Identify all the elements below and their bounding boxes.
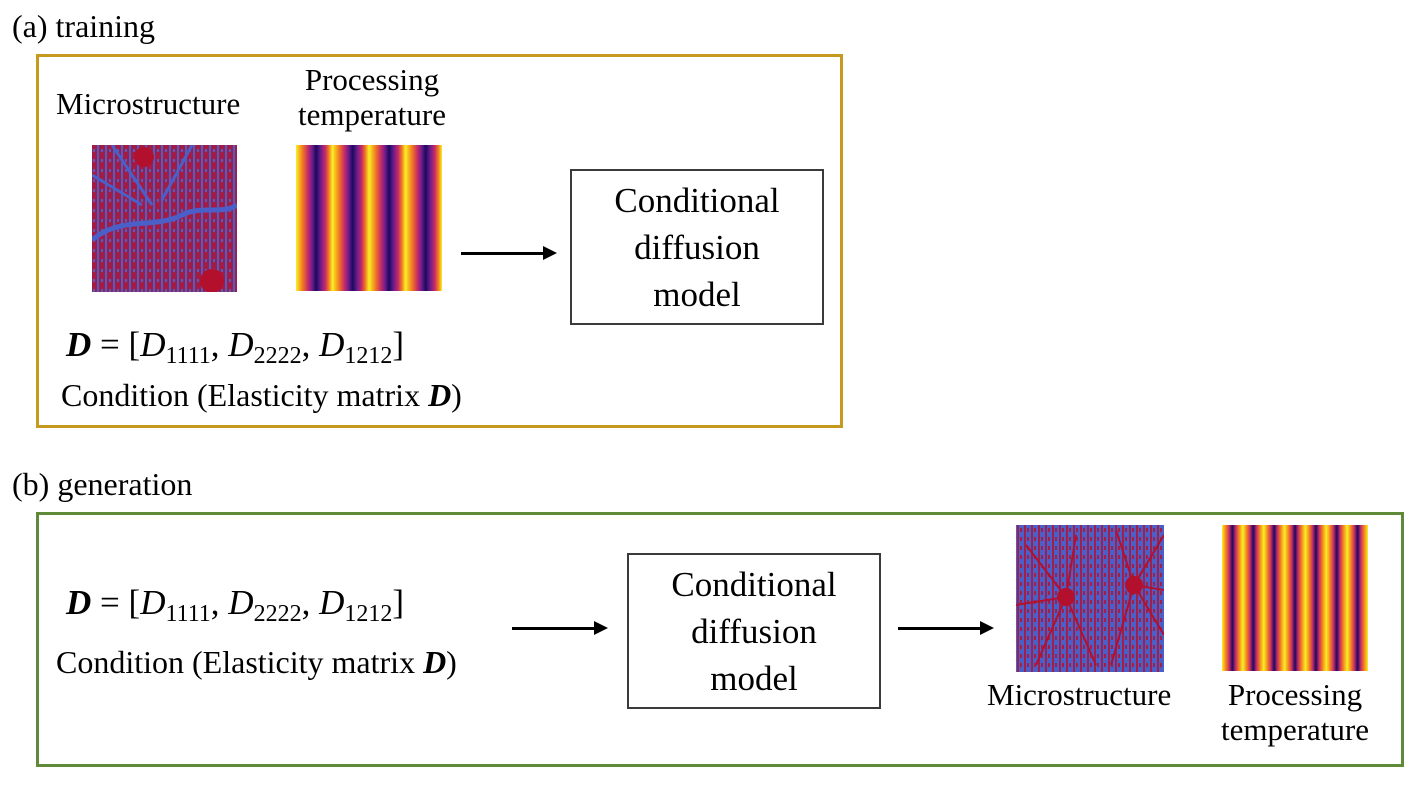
processing-temperature-label: Processing temperature <box>282 62 462 132</box>
temperature-label-line2: temperature <box>1220 712 1370 747</box>
formula-comma: , <box>210 583 220 622</box>
condition-label: Condition (Elasticity matrix D) <box>61 377 462 413</box>
micro-grains <box>1016 525 1164 672</box>
elasticity-formula: D = [D1111, D2222, D1212] <box>66 325 404 376</box>
formula-close: ] <box>392 325 405 364</box>
formula-D: D <box>66 583 92 622</box>
formula-D1111: D <box>140 583 166 622</box>
formula-D1111: D <box>140 325 166 364</box>
condition-D: D <box>428 377 452 413</box>
grain-boundary <box>92 145 194 207</box>
nucleus <box>1125 576 1143 594</box>
microstructure-image <box>92 145 237 292</box>
arrow-to-model <box>512 618 608 638</box>
generated-temperature-label: Processing temperature <box>1205 677 1385 747</box>
generated-temperature-image <box>1222 525 1368 671</box>
nucleus <box>134 147 154 167</box>
generated-microstructure-label: Microstructure <box>987 677 1172 712</box>
formula-D2222: D <box>228 325 254 364</box>
model-label-line3: model <box>653 274 741 314</box>
conditional-diffusion-model-box: Conditional diffusion model <box>627 553 881 709</box>
formula-comma: , <box>301 583 311 622</box>
condition-label: Condition (Elasticity matrix D) <box>56 644 457 680</box>
generation-panel <box>36 512 1404 767</box>
section-label-training: (a) training <box>12 8 156 44</box>
arrow-to-outputs <box>898 618 994 638</box>
formula-sub-2222: 2222 <box>253 601 302 627</box>
formula-comma: , <box>301 325 311 364</box>
section-label-generation: (b) generation <box>12 466 193 502</box>
temperature-stripes <box>1222 525 1368 671</box>
condition-text: Condition (Elasticity matrix <box>61 377 429 413</box>
formula-sub-2222: 2222 <box>253 343 302 369</box>
generated-microstructure-image <box>1016 525 1164 672</box>
formula-sub-1212: 1212 <box>344 601 393 627</box>
grain-boundary <box>92 202 237 242</box>
formula-eq: = [ <box>100 325 141 364</box>
formula-D: D <box>66 325 92 364</box>
formula-eq: = [ <box>100 583 141 622</box>
formula-D2222: D <box>228 583 254 622</box>
condition-close: ) <box>446 644 457 680</box>
model-label-line3: model <box>710 658 798 698</box>
model-label-line2: diffusion <box>634 227 760 267</box>
processing-label-line1: Processing <box>1227 677 1363 712</box>
processing-temperature-image <box>296 145 442 291</box>
formula-D1212: D <box>319 325 345 364</box>
nucleus <box>200 269 224 292</box>
nucleus <box>1057 588 1075 606</box>
model-label-line1: Conditional <box>671 564 837 604</box>
microstructure-label: Microstructure <box>56 86 241 121</box>
formula-sub-1111: 1111 <box>165 601 211 627</box>
formula-comma: , <box>210 325 220 364</box>
condition-text: Condition (Elasticity matrix <box>56 644 424 680</box>
arrow-to-model <box>461 243 557 263</box>
formula-close: ] <box>392 583 405 622</box>
processing-label-line1: Processing <box>304 62 440 97</box>
training-panel <box>36 54 843 428</box>
radial-grains <box>1016 529 1164 666</box>
model-label-line1: Conditional <box>614 180 780 220</box>
model-label-line2: diffusion <box>691 611 817 651</box>
temperature-stripes <box>296 145 442 291</box>
temperature-label-line2: temperature <box>297 97 447 132</box>
condition-close: ) <box>451 377 462 413</box>
formula-sub-1212: 1212 <box>344 343 393 369</box>
conditional-diffusion-model-box: Conditional diffusion model <box>570 169 824 325</box>
formula-D1212: D <box>319 583 345 622</box>
elasticity-formula: D = [D1111, D2222, D1212] <box>66 583 404 634</box>
formula-sub-1111: 1111 <box>165 343 211 369</box>
condition-D: D <box>423 644 447 680</box>
